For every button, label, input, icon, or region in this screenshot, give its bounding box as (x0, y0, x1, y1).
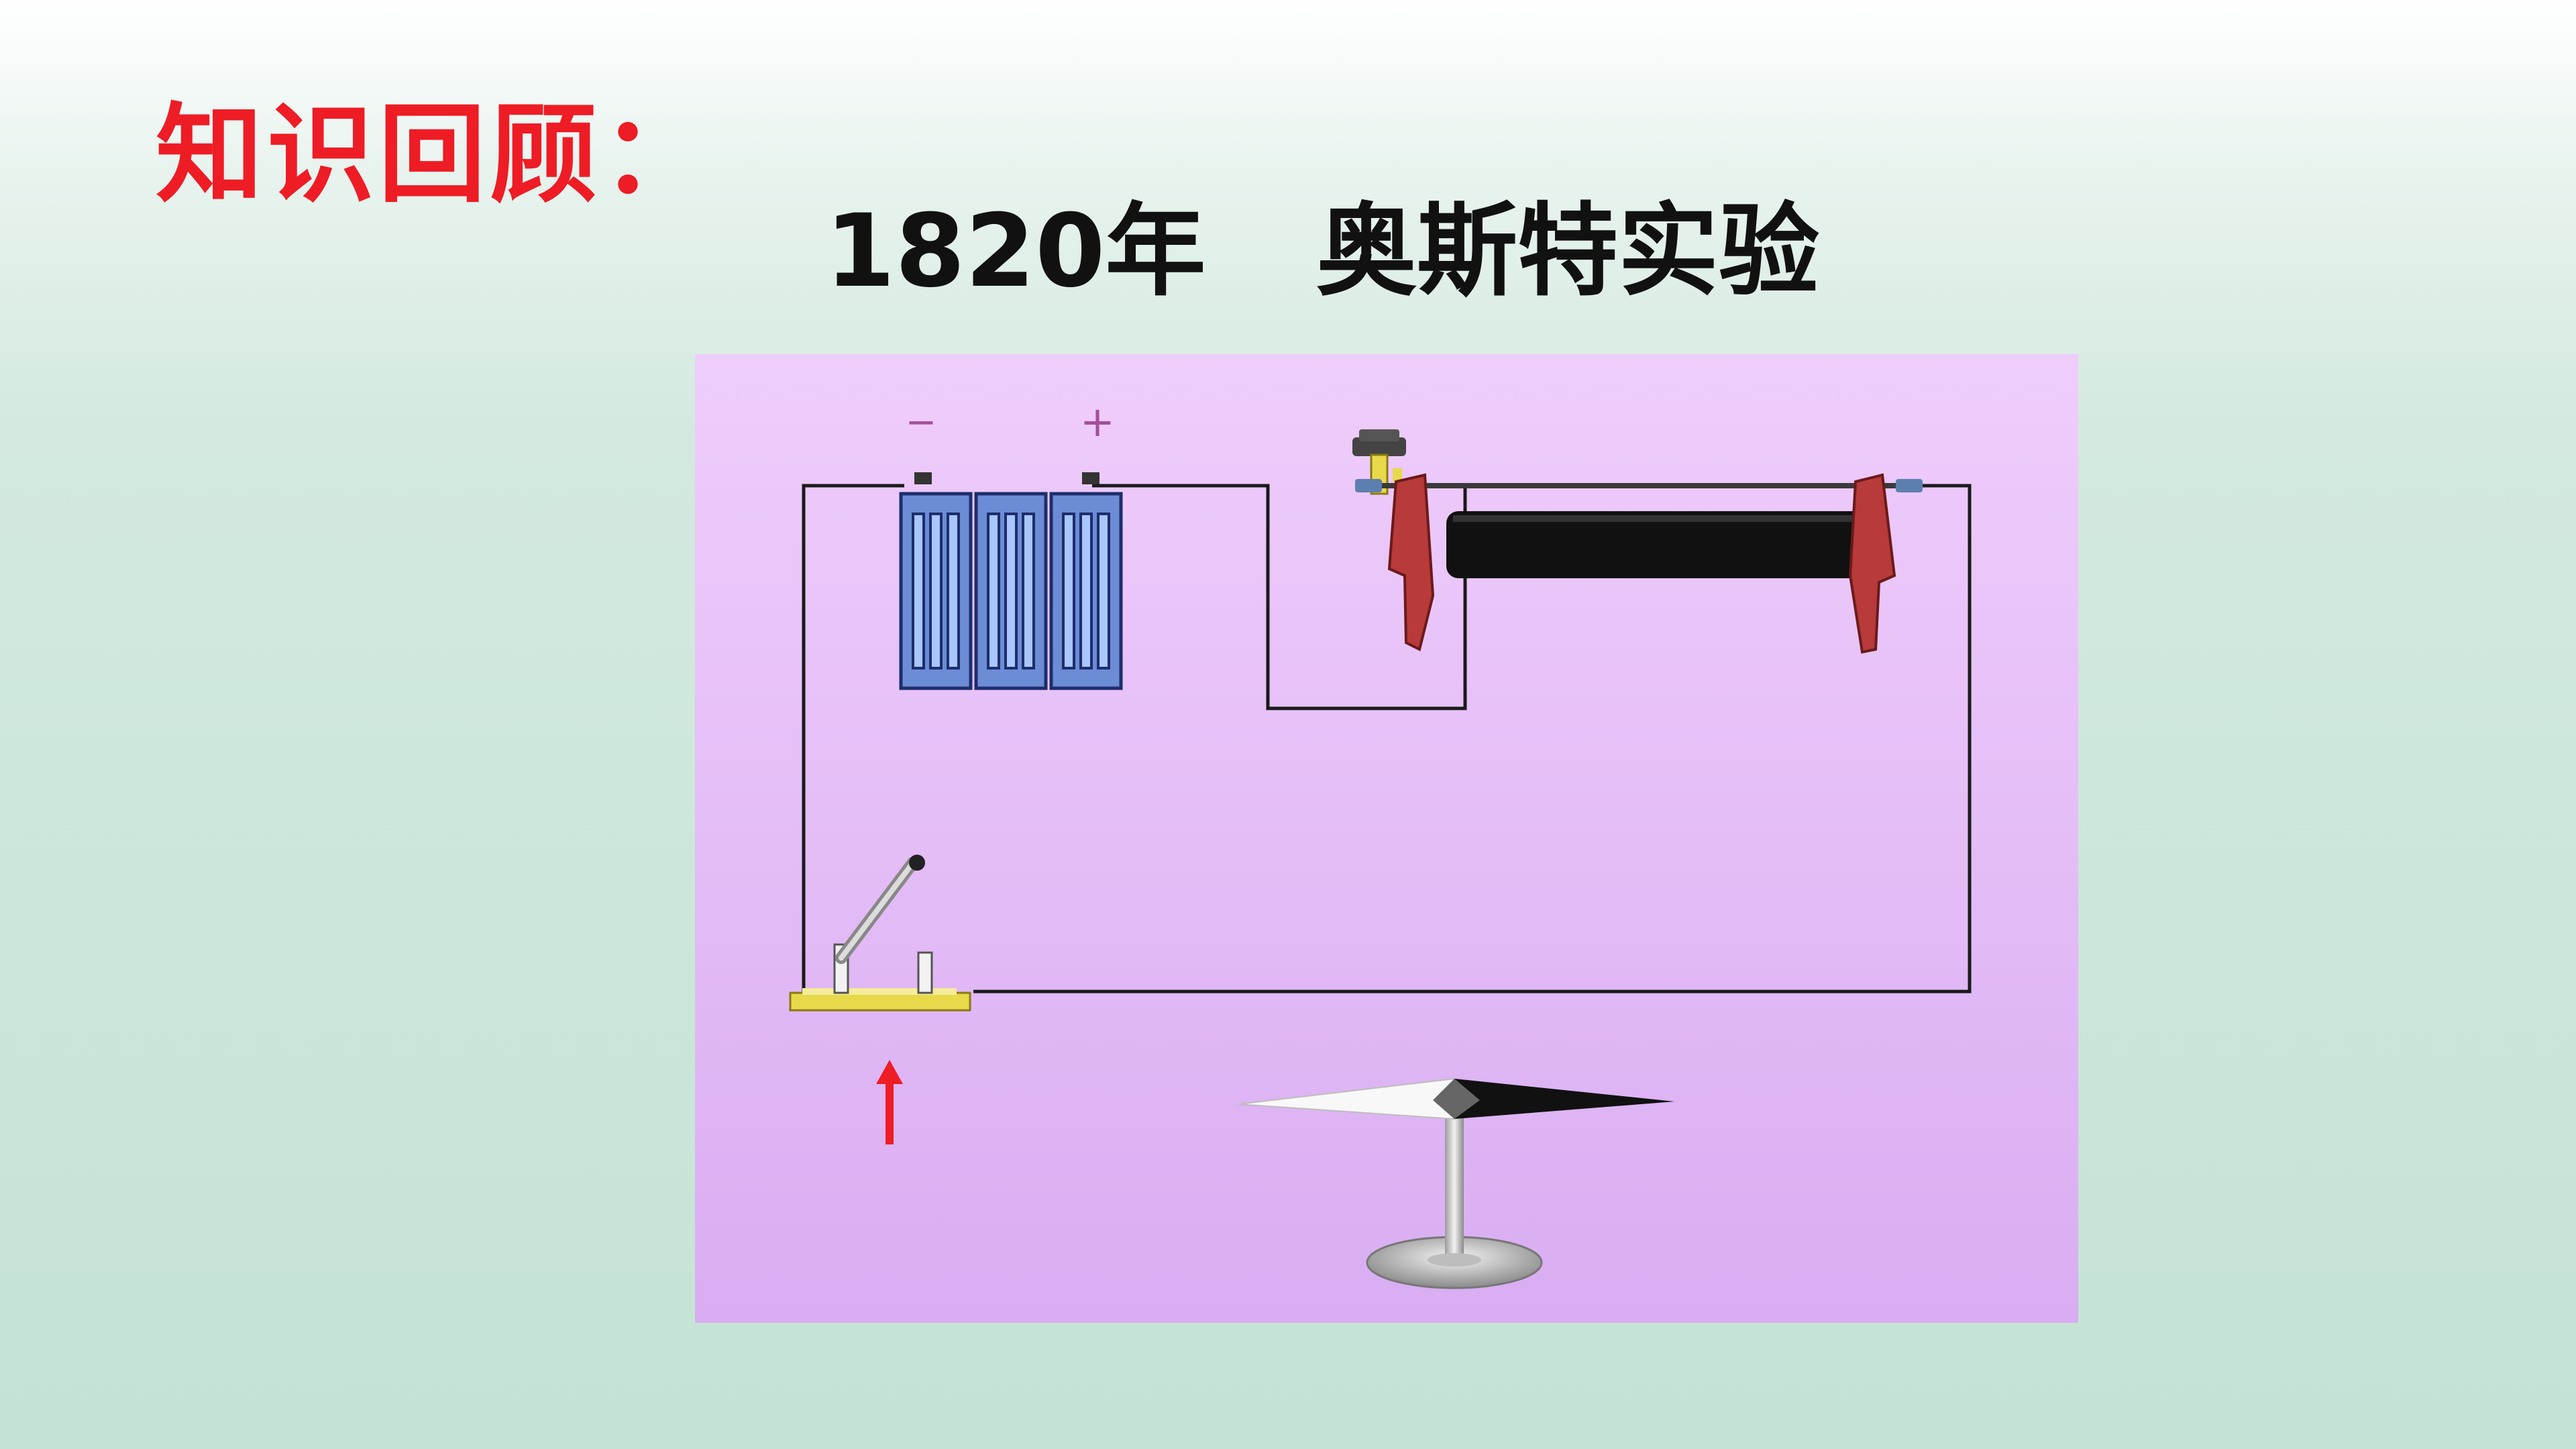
experiment-year: 1820年 (825, 193, 1206, 310)
circuit-diagram: − + (695, 354, 2078, 1323)
magnetic-needle-icon (1238, 1077, 1674, 1289)
battery-negative-label: − (906, 400, 937, 444)
knife-switch-icon (789, 855, 971, 1012)
battery-icon (899, 472, 1123, 690)
experiment-title: 奥斯特实验 (1316, 193, 1820, 310)
current-direction-arrow-icon (876, 1060, 903, 1144)
battery-positive-label: + (1080, 397, 1115, 446)
rheostat-icon (1352, 429, 1923, 654)
section-heading: 知识回顾： (156, 91, 713, 217)
oersted-experiment-figure: − + (695, 354, 2078, 1323)
